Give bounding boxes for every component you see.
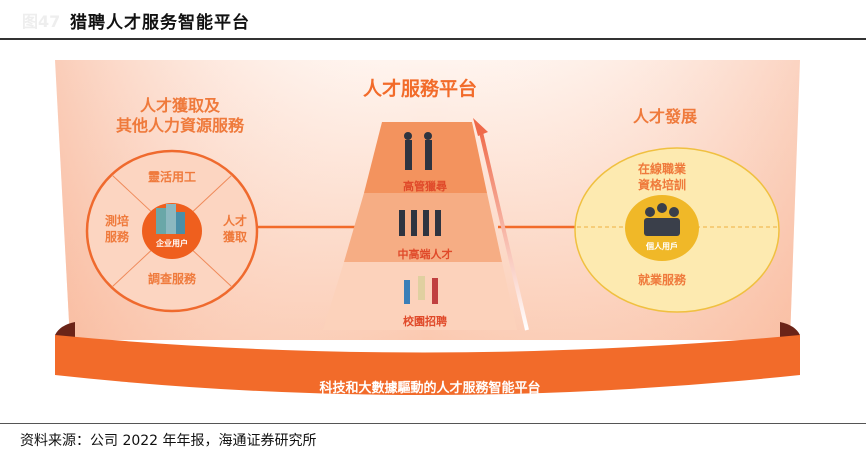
enterprise-users-label: 企业用户 [156, 239, 188, 248]
service-assessment-2: 服務 [104, 230, 129, 244]
professionals-icon [399, 210, 441, 236]
platform-band [55, 322, 800, 395]
left-heading-2: 其他人力資源服務 [115, 116, 244, 135]
pyramid [323, 122, 517, 330]
platform-band-label: 科技和大數據驅動的人才服務智能平台 [319, 381, 541, 396]
header [0, 0, 866, 40]
building-icon [156, 208, 166, 234]
tier-mid-high-talent: 中高端人才 [397, 248, 453, 261]
page-title: 猎聘人才服务智能平台 [70, 13, 250, 33]
middle-heading: 人才服務平台 [362, 78, 477, 100]
service-survey: 調查服務 [147, 272, 196, 286]
service-talent-acquisition-2: 獲取 [222, 230, 247, 244]
personal-users-label: 個人用戶 [646, 242, 678, 251]
right-heading: 人才發展 [632, 107, 697, 126]
personal-circle [574, 147, 780, 313]
footer-divider [0, 423, 866, 424]
source-note: 资料来源：公司 2022 年年报，海通证券研究所 [20, 433, 317, 449]
people-icon [644, 203, 680, 236]
tier-campus-recruiting: 校園招聘 [403, 315, 447, 328]
service-assessment-1: 測培 [104, 214, 129, 228]
enterprise-circle [85, 149, 259, 313]
service-talent-acquisition-1: 人才 [222, 214, 247, 228]
service-employment: 就業服務 [637, 273, 686, 287]
service-online-training-2: 資格培訓 [637, 178, 686, 192]
figure-label: 图47 [22, 12, 61, 31]
growth-arrow [478, 127, 529, 331]
executive-icon [404, 132, 432, 170]
diagram [55, 60, 800, 395]
left-heading-1: 人才獲取及 [139, 96, 220, 115]
service-flexible-staffing: 靈活用工 [147, 170, 196, 184]
students-icon [404, 276, 438, 304]
service-online-training-1: 在線職業 [637, 162, 686, 176]
tier-executive-search: 高管獵尋 [403, 180, 447, 193]
